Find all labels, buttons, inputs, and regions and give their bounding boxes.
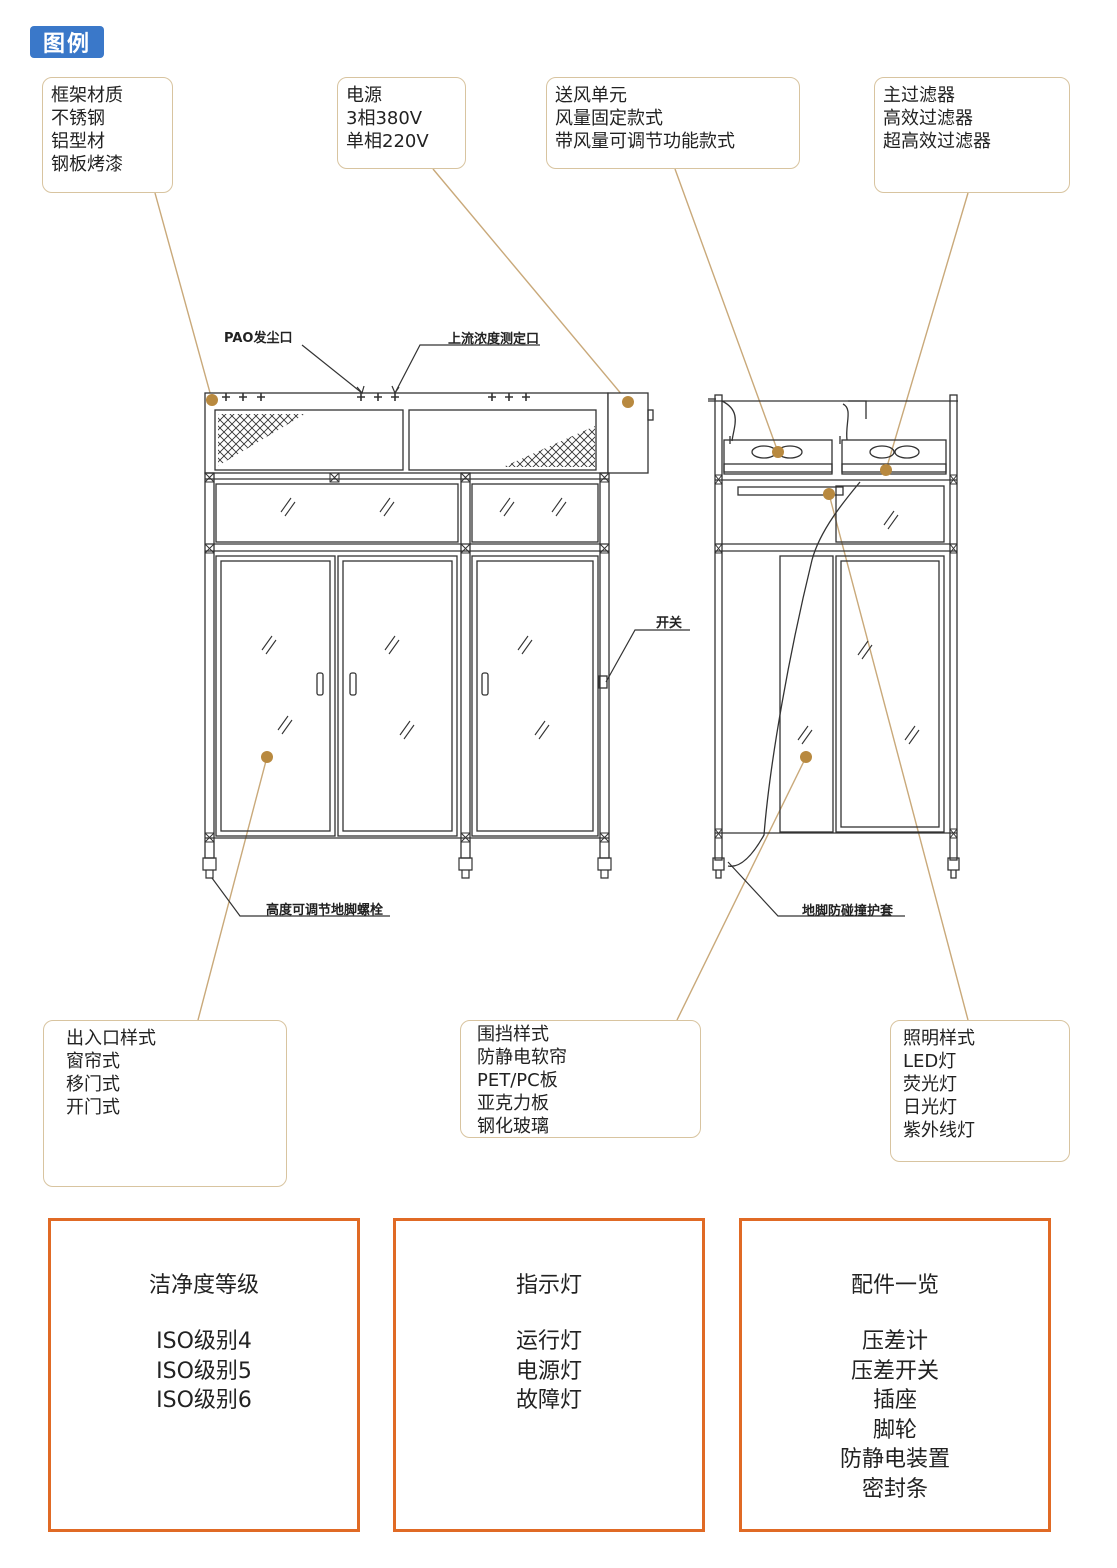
box-item: 压差开关: [850, 1358, 939, 1384]
callout-item: 超高效过滤器: [883, 131, 991, 152]
callout-title: 电源: [346, 85, 382, 106]
box-item: 防静电装置: [839, 1447, 950, 1472]
callout-title: 照明样式: [903, 1028, 975, 1049]
box-item: 电源灯: [515, 1358, 582, 1384]
callout-entrance-style: 出入口样式 窗帘式 移门式 开门式: [43, 1020, 287, 1187]
callout-item: 紫外线灯: [903, 1120, 975, 1141]
foot-bolt-label: 高度可调节地脚螺栓: [266, 903, 384, 918]
callout-frame-material: 框架材质 不锈钢 铝型材 钢板烤漆: [42, 77, 173, 193]
box-item: 密封条: [861, 1476, 928, 1502]
callout-enclosure-style: 围挡样式 防静电软帘 PET/PC板 亚克力板 钢化玻璃: [460, 1020, 701, 1138]
callout-item: 防静电软帘: [477, 1047, 567, 1068]
box-accessories: 配件一览 压差计 压差开关 插座 脚轮 防静电装置 密封条: [739, 1218, 1051, 1532]
callout-item: 风量固定款式: [555, 108, 663, 129]
callout-item: 单相220V: [346, 131, 429, 152]
foot-cover-label: 地脚防碰撞护套: [802, 904, 894, 919]
box-item: ISO级别5: [156, 1358, 252, 1384]
callout-item: 铝型材: [51, 131, 105, 152]
switch-label: 开关: [656, 616, 683, 631]
box-title: 配件一览: [850, 1273, 939, 1298]
box-item: 故障灯: [515, 1388, 582, 1413]
callout-main-filter: 主过滤器 高效过滤器 超高效过滤器: [874, 77, 1070, 193]
callout-item: 钢板烤漆: [51, 154, 123, 175]
drawing-label-leaders: [211, 344, 905, 917]
callout-power: 电源 3相380V 单相220V: [337, 77, 466, 169]
box-item: 脚轮: [872, 1417, 917, 1443]
box-item: 运行灯: [515, 1329, 582, 1354]
box-item: ISO级别6: [156, 1388, 252, 1413]
box-title: 洁净度等级: [148, 1273, 259, 1298]
callout-item: 不锈钢: [51, 108, 105, 129]
callout-item: 3相380V: [346, 108, 423, 129]
callout-title: 围挡样式: [477, 1024, 549, 1045]
callout-item: 钢化玻璃: [477, 1116, 549, 1137]
callout-item: 移门式: [66, 1074, 120, 1095]
side-view: [708, 394, 960, 879]
box-item: 压差计: [861, 1329, 928, 1354]
callout-lighting-style: 照明样式 LED灯 荧光灯 日光灯 紫外线灯: [890, 1020, 1070, 1162]
callout-dots: [206, 394, 892, 763]
callout-item: 日光灯: [903, 1097, 957, 1118]
box-indicator-lights: 指示灯 运行灯 电源灯 故障灯: [393, 1218, 705, 1532]
box-item: ISO级别4: [156, 1329, 252, 1354]
callout-item: LED灯: [903, 1051, 957, 1072]
pao-port-label: PAO发尘口: [224, 331, 293, 346]
front-view: [202, 392, 654, 879]
callout-title: 出入口样式: [66, 1028, 156, 1049]
callout-title: 主过滤器: [883, 85, 955, 106]
callout-fan-unit: 送风单元 风量固定款式 带风量可调节功能款式: [546, 77, 800, 169]
leader-lines: [154, 168, 969, 1021]
callout-title: 送风单元: [555, 85, 627, 106]
legend-badge: 图例: [30, 26, 104, 58]
callout-item: 带风量可调节功能款式: [555, 131, 735, 152]
callout-item: PET/PC板: [477, 1070, 558, 1091]
callout-title: 框架材质: [51, 85, 123, 106]
callout-item: 亚克力板: [477, 1093, 549, 1114]
callout-item: 窗帘式: [66, 1051, 120, 1072]
box-title: 指示灯: [515, 1273, 582, 1298]
box-cleanliness-level: 洁净度等级 ISO级别4 ISO级别5 ISO级别6: [48, 1218, 360, 1532]
callout-item: 高效过滤器: [883, 108, 973, 129]
callout-item: 开门式: [66, 1097, 120, 1118]
upstream-port-label: 上流浓度测定口: [448, 332, 540, 347]
callout-item: 荧光灯: [903, 1074, 957, 1095]
box-item: 插座: [872, 1388, 917, 1413]
